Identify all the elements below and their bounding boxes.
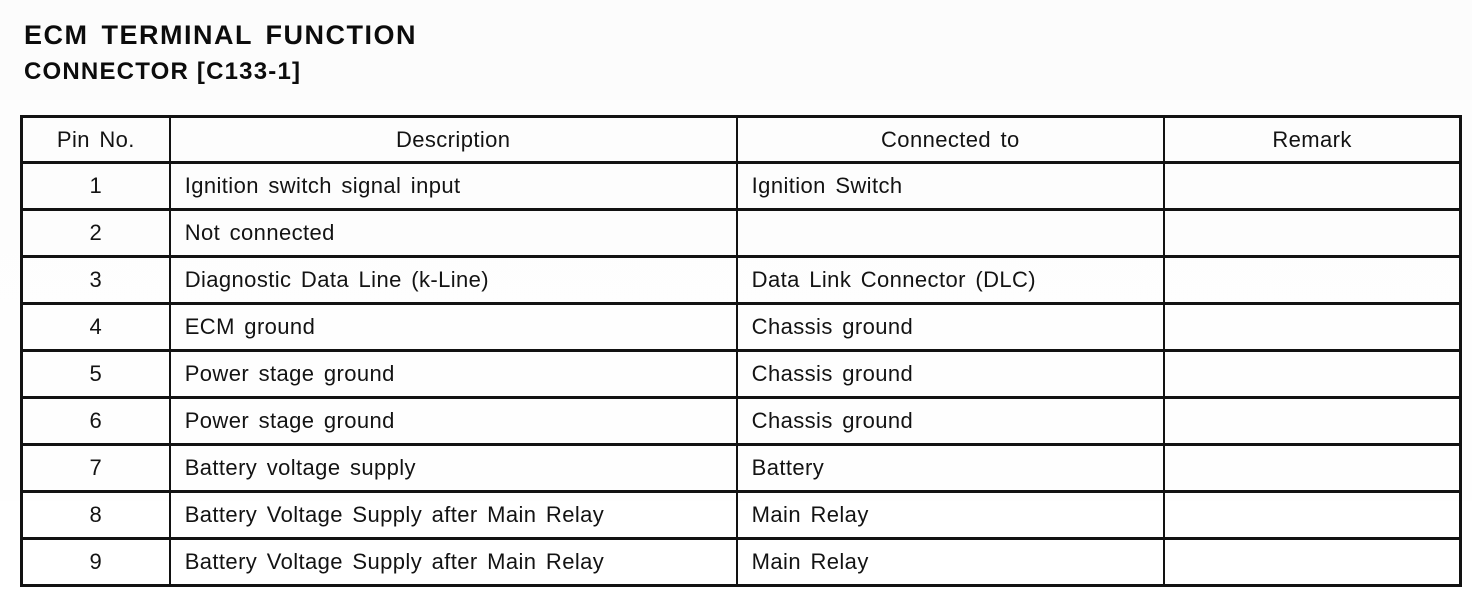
connected-to-cell: Main Relay: [735, 537, 1166, 587]
description-cell: Power stage ground: [168, 396, 738, 446]
column-header-description: Description: [168, 115, 738, 164]
remark-cell: [1163, 302, 1462, 352]
remark-cell: [1163, 443, 1462, 493]
remark-cell: [1163, 208, 1462, 258]
remark-cell: [1163, 349, 1462, 399]
connected-to-cell: Battery: [735, 443, 1166, 493]
column-header-pin-no: Pin No.: [20, 115, 171, 164]
description-cell: Diagnostic Data Line (k-Line): [168, 255, 738, 305]
pin-number-cell: 6: [20, 396, 171, 446]
pin-number-cell: 5: [20, 349, 171, 399]
description-cell: Battery Voltage Supply after Main Relay: [168, 490, 738, 540]
connected-to-cell: Ignition Switch: [735, 161, 1166, 211]
table-header-row: Pin No. Description Connected to Remark: [20, 115, 1462, 164]
remark-cell: [1163, 537, 1462, 587]
remark-cell: [1163, 490, 1462, 540]
page-title: ECM TERMINAL FUNCTION: [24, 20, 417, 50]
pin-number-cell: 1: [20, 161, 171, 211]
connected-to-cell: [735, 208, 1166, 258]
ecm-terminal-function-table: Pin No. Description Connected to Remark …: [20, 115, 1462, 587]
remark-cell: [1163, 161, 1462, 211]
description-cell: Battery voltage supply: [168, 443, 738, 493]
description-cell: Power stage ground: [168, 349, 738, 399]
description-cell: Ignition switch signal input: [168, 161, 738, 211]
connected-to-cell: Chassis ground: [735, 302, 1166, 352]
pin-number-cell: 3: [20, 255, 171, 305]
description-cell: ECM ground: [168, 302, 738, 352]
connected-to-cell: Chassis ground: [735, 396, 1166, 446]
pin-number-cell: 4: [20, 302, 171, 352]
connected-to-cell: Data Link Connector (DLC): [735, 255, 1166, 305]
page-subtitle: CONNECTOR [C133-1]: [24, 58, 302, 85]
pin-number-cell: 9: [20, 537, 171, 587]
column-header-remark: Remark: [1163, 115, 1462, 164]
connected-to-cell: Chassis ground: [735, 349, 1166, 399]
pin-number-cell: 7: [20, 443, 171, 493]
column-header-connected-to: Connected to: [735, 115, 1166, 164]
remark-cell: [1163, 255, 1462, 305]
connected-to-cell: Main Relay: [735, 490, 1166, 540]
pin-number-cell: 2: [20, 208, 171, 258]
remark-cell: [1163, 396, 1462, 446]
description-cell: Battery Voltage Supply after Main Relay: [168, 537, 738, 587]
description-cell: Not connected: [168, 208, 738, 258]
pin-number-cell: 8: [20, 490, 171, 540]
